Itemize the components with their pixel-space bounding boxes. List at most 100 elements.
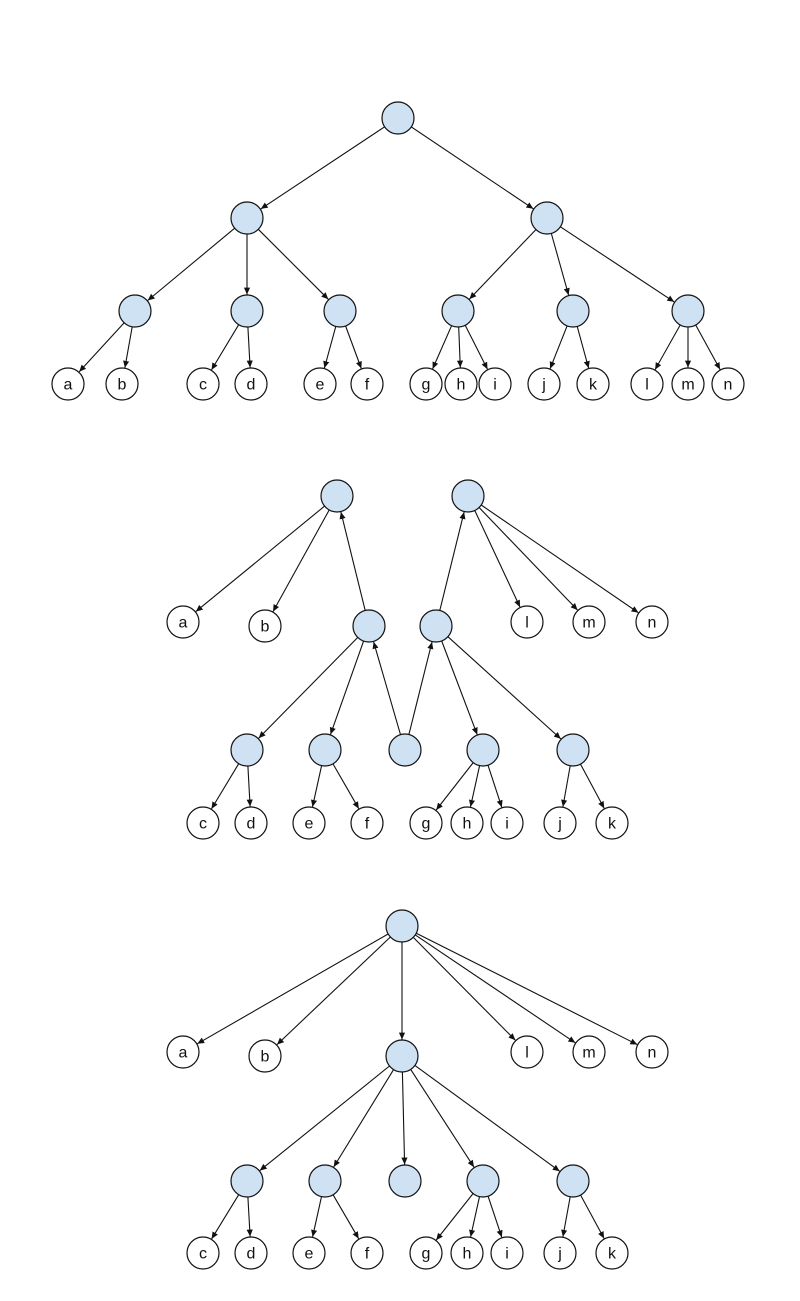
leaf-label: e [316, 377, 325, 394]
internal-node [230, 1164, 264, 1198]
leaf-node: i [490, 806, 524, 840]
tree-edge-arrow [310, 765, 323, 808]
tree-edge-arrow [561, 1196, 571, 1237]
internal-node [308, 733, 342, 767]
tree-edge-arrow [333, 1069, 395, 1168]
leaf-node: j [543, 1236, 577, 1270]
leaf-node: c [186, 1236, 220, 1270]
leaf-node-circle [450, 806, 484, 840]
tree-edge-arrow [414, 1064, 561, 1172]
leaf-node-circle [248, 609, 282, 643]
internal-node [308, 1164, 342, 1198]
leaf-node: d [234, 806, 268, 840]
tree-edge-arrow [78, 322, 125, 373]
leaf-node: g [409, 806, 443, 840]
tree-edge-arrow [246, 326, 253, 368]
internal-node [388, 1164, 422, 1198]
leaf-node-circle [543, 806, 577, 840]
leaf-node: e [292, 1236, 326, 1270]
leaf-node-circle [105, 367, 139, 401]
tree-edge-arrow [464, 325, 488, 370]
tree-edge-arrow [339, 511, 366, 611]
leaf-label: a [64, 377, 73, 394]
leaf-node: n [635, 605, 669, 639]
leaf-node: d [234, 367, 268, 401]
leaf-node: j [543, 806, 577, 840]
leaf-label: j [541, 377, 546, 394]
leaf-label: m [681, 377, 694, 394]
tree-edge-arrow [332, 1194, 360, 1239]
tree-edge-arrow [246, 1196, 253, 1237]
tree-edge-arrow [487, 1196, 503, 1238]
leaf-node: b [248, 1039, 282, 1073]
internal-node [671, 294, 705, 328]
leaf-node: c [186, 367, 220, 401]
leaf-node: f [350, 367, 384, 401]
leaf-node: h [444, 367, 478, 401]
leaf-node-circle [186, 806, 220, 840]
leaf-node: a [51, 367, 85, 401]
tree-edge-arrow [435, 762, 474, 811]
leaf-node: i [478, 367, 512, 401]
tree-edge-arrow [447, 636, 562, 740]
internal-node [230, 201, 264, 235]
leaf-label: c [199, 377, 207, 394]
leaf-label: l [645, 377, 649, 394]
leaf-node: m [572, 1035, 606, 1069]
leaf-label: l [525, 1045, 529, 1062]
leaf-label: g [422, 1246, 431, 1263]
leaf-node-circle [234, 806, 268, 840]
leaf-node: m [572, 605, 606, 639]
tree-edge-arrow [469, 229, 537, 300]
tree-edge-arrow [329, 640, 365, 735]
leaf-label: d [247, 1246, 256, 1263]
leaf-label: b [118, 377, 127, 394]
leaf-node-circle [444, 367, 478, 401]
leaf-node-circle [350, 1236, 384, 1270]
leaf-node-circle [490, 1236, 524, 1270]
leaf-node: f [350, 1236, 384, 1270]
internal-node [352, 609, 386, 643]
leaf-node-circle [671, 367, 705, 401]
tree-edge-arrow [435, 1193, 474, 1241]
tree-edge-arrow [311, 1196, 323, 1238]
leaf-label: k [608, 1246, 617, 1263]
leaf-node-circle [635, 605, 669, 639]
leaf-node-circle [350, 806, 384, 840]
leaf-label: c [199, 1246, 207, 1263]
tree-edge-arrow [332, 763, 360, 809]
tree-edge-arrow [408, 641, 434, 735]
tree-edge-arrow [441, 640, 478, 735]
leaf-label: f [365, 377, 370, 394]
tree-edge-arrow [456, 326, 464, 368]
tree-edge-arrow [580, 1194, 605, 1239]
leaf-label: k [608, 816, 617, 833]
tree-edge-arrow [211, 763, 240, 810]
leaf-node-circle [248, 1039, 282, 1073]
leaf-label: n [724, 377, 733, 394]
internal-node [118, 294, 152, 328]
leaf-node: h [450, 1236, 484, 1270]
leaf-node-circle [630, 367, 664, 401]
leaf-label: i [493, 377, 497, 394]
tree-edge-arrow [474, 510, 521, 608]
leaf-label: a [179, 615, 188, 632]
leaf-node: l [510, 1035, 544, 1069]
leaf-node-circle [350, 367, 384, 401]
leaf-node: i [490, 1236, 524, 1270]
tree-edge-arrow [580, 763, 605, 809]
internal-node [556, 294, 590, 328]
leaf-node-circle [527, 367, 561, 401]
leaf-label: g [422, 377, 431, 394]
internal-node [556, 1164, 590, 1198]
tree-edge-arrow [469, 1196, 481, 1238]
leaf-node-circle [510, 1035, 544, 1069]
leaf-label: c [199, 816, 207, 833]
tree-edge-arrow [480, 504, 639, 614]
tree-edge-arrow [272, 509, 330, 612]
leaf-label: j [557, 816, 562, 833]
leaf-node: b [248, 609, 282, 643]
tree-edge-arrow [147, 227, 236, 301]
